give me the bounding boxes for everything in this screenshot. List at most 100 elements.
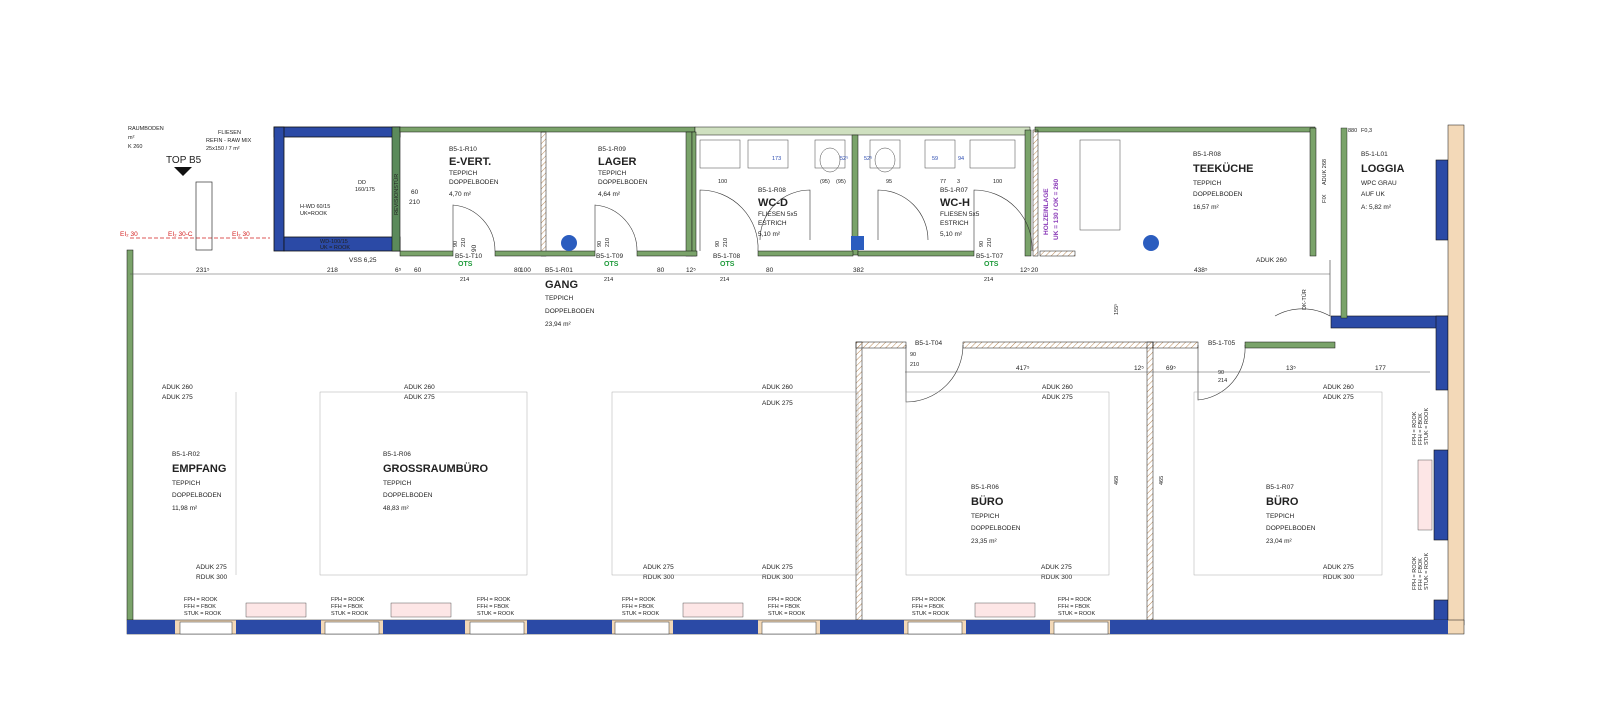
plan-label: B5-1-R08 (1193, 151, 1221, 158)
plan-label: ADUK 275 (196, 564, 227, 571)
plan-label: 100 (520, 267, 531, 274)
plan-label: RDUK 300 (1323, 574, 1354, 581)
plan-label: FFH = FBOK (622, 604, 654, 610)
door-sizes: 90 210 90 210 90 210 90 210 (453, 238, 993, 247)
plan-label: ADUK 275 (762, 564, 793, 571)
plan-label: 16,57 m² (1193, 204, 1219, 211)
plan-label: 5,10 m² (758, 231, 781, 238)
plan-label: TEPPICH (1266, 513, 1294, 520)
plan-label: 23,35 m² (971, 538, 997, 545)
plan-label: ADUK 260 (162, 384, 193, 391)
plan-label: 3 (957, 179, 960, 185)
fire-rating: EI₂ 30-C (168, 231, 193, 238)
entry-door-frame (195, 181, 213, 251)
plan-label: FFH = FBOK (1058, 604, 1090, 610)
plan-label: B5-1-R09 (598, 146, 626, 153)
room-loggia: B5-1-L01 LOGGIA WPC GRAU AUF UK A: 5,82 … (1361, 151, 1404, 211)
plan-label: ADUK 275 (643, 564, 674, 571)
plan-label: FPH = ROOK (477, 597, 511, 603)
note-line: FLIESEN (218, 130, 241, 136)
plan-label: DK-TÜR (1301, 289, 1308, 310)
plan-label: 60 (414, 267, 422, 274)
plan-label: 80 (514, 267, 522, 274)
note-line: K 260 (128, 144, 142, 150)
door-t07: B5-1-T07 OTS 214 (976, 253, 1003, 283)
plan-label: 95 (886, 179, 892, 185)
room-buero-2: B5-1-R07 BÜRO TEPPICH DOPPELBODEN 23,04 … (1266, 484, 1316, 545)
plan-label: 210 (409, 199, 420, 206)
room-wc-d: B5-1-R08 WC-D FLIESEN 5x5 ESTRICH 5,10 m… (758, 187, 798, 238)
plan-label: TEPPICH (383, 480, 411, 487)
plan-label: 6⁵ (395, 267, 402, 274)
door-t10: 90 B5-1-T10 OTS 214 (455, 244, 482, 283)
dims-mid: 417⁵ 12⁵ 69⁵ 13⁵ 177 (1016, 365, 1386, 372)
plan-label: 417⁵ (1016, 365, 1030, 372)
plan-label: 210 (910, 362, 919, 368)
plan-label: 214 (604, 277, 613, 283)
plan-label: B5-1-T08 (713, 253, 740, 260)
plan-label: ADUK 260 (404, 384, 435, 391)
plan-label: FLIESEN 5x5 (940, 211, 980, 218)
plan-label: FFH = FBOK (1418, 413, 1424, 445)
fire-rating: EI₂ 30 (232, 231, 250, 238)
plan-label: FPH = ROOK (331, 597, 365, 603)
column-icon (1143, 235, 1159, 251)
plan-label: DOPPELBODEN (383, 492, 433, 499)
room-grossraumbuero: B5-1-R06 GROSSRAUMBÜRO TEPPICH DOPPELBOD… (383, 451, 489, 512)
plan-label: 218 (327, 267, 338, 274)
room-e-vert: B5-1-R10 E-VERT. TEPPICH DOPPELBODEN 4,7… (449, 146, 499, 198)
plan-label: TEEKÜCHE (1193, 162, 1254, 175)
plan-label: DD (358, 180, 366, 186)
plan-label: B5-1-R01 (545, 267, 573, 274)
door-swings (452, 189, 1331, 403)
plan-label: RDUK 300 (1041, 574, 1072, 581)
plan-label: 69⁵ (1166, 365, 1176, 372)
plan-label: FFH = FBOK (1418, 558, 1424, 590)
windows (179, 459, 1433, 635)
plan-label: (95) (836, 179, 846, 185)
plan-label: FFH = FBOK (331, 604, 363, 610)
plan-label: B5-1-T10 (455, 253, 482, 260)
plan-label: TEPPICH (172, 480, 200, 487)
plan-label: 12⁵ (1134, 365, 1144, 372)
plan-label: STUK = ROOK (184, 611, 221, 617)
plan-label: 210 (987, 238, 993, 247)
plan-label: STUK = ROOK (331, 611, 368, 617)
plan-label: 210 (723, 238, 729, 247)
plan-label: GROSSRAUMBÜRO (383, 462, 489, 475)
room-gang: B5-1-R01 GANG TEPPICH DOPPELBODEN 23,94 … (545, 267, 595, 328)
plan-label: BÜRO (1266, 495, 1299, 508)
plan-label: ADUK 275 (1323, 564, 1354, 571)
plan-label: 60 (411, 189, 419, 196)
plan-label: 438⁵ (1194, 267, 1208, 274)
plan-label: STUK = ROOK (1424, 553, 1430, 590)
plan-label: B5-1-R06 (383, 451, 411, 458)
plan-label: 90 (910, 352, 916, 358)
plan-label: HOLZEINLAGE (1043, 188, 1050, 235)
plan-label: 214 (1218, 378, 1227, 384)
plan-label: 90 (471, 244, 478, 252)
plan-label: UK=ROOK (300, 211, 327, 217)
plan-label: 90 (453, 241, 459, 247)
plan-label: 11,98 m² (172, 505, 198, 512)
plan-label: 210 (461, 238, 467, 247)
plan-label: E-VERT. (449, 156, 491, 168)
plan-label: ADUK 260 (1323, 384, 1354, 391)
plan-label: WC-D (758, 197, 788, 209)
plan-label: ADUK 275 (1041, 564, 1072, 571)
plan-label: 4,70 m² (449, 191, 472, 198)
plan-label: 13⁵ (1286, 365, 1296, 372)
plan-label: STUK = ROOK (912, 611, 949, 617)
plan-label: ADUK 275 (1323, 394, 1354, 401)
plan-label: F0,3 (1361, 128, 1372, 134)
room-lager: B5-1-R09 LAGER TEPPICH DOPPELBODEN 4,64 … (598, 146, 648, 198)
plan-label: OTS (984, 261, 999, 268)
plan-label: B5-1-L01 (1361, 151, 1388, 158)
plan-label: 210 (605, 238, 611, 247)
plan-label: H-WD 60/15 (300, 204, 330, 210)
note-line: m² (128, 135, 135, 141)
plan-label: 90 (715, 241, 721, 247)
plan-label: OTS (458, 261, 473, 268)
plan-label: FFH = FBOK (477, 604, 509, 610)
